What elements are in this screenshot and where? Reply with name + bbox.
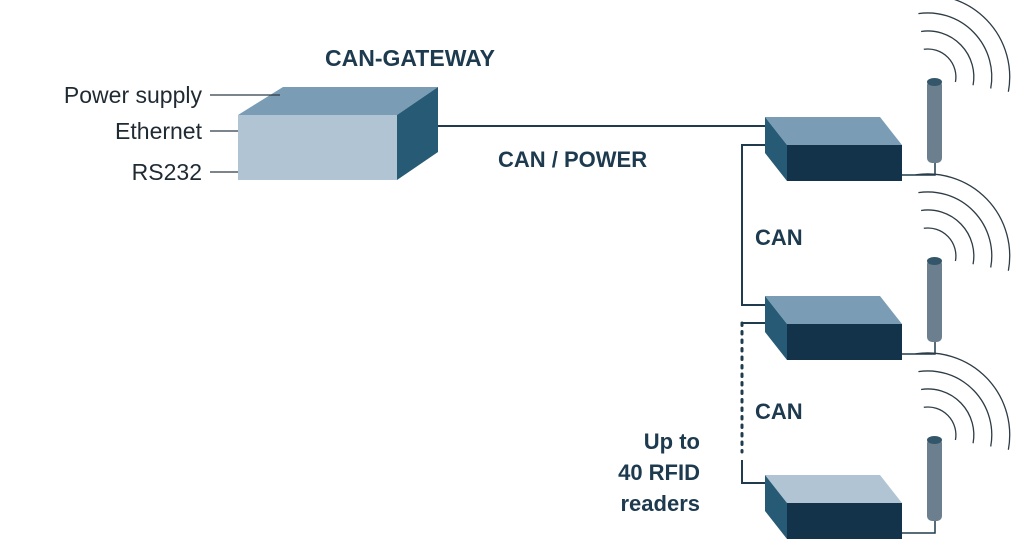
rfid-reader-2 [765,173,1011,360]
reader-1-radio-wave-1 [923,48,957,83]
port-label-power-supply: Power supply [64,82,203,108]
reader-2-antenna-cable [902,341,936,355]
port-label-rs232: RS232 [132,159,202,185]
reader-2-radio-wave-1 [923,227,957,262]
reader-1-top-face [765,117,902,145]
reader-1-antenna-cap [927,78,942,86]
reader-3-side-face [765,475,787,539]
reader-1-radio-wave-4 [953,0,1011,92]
gateway-front-face [238,115,397,180]
gateway-side-face [397,87,438,180]
reader-2-radio-wave-4 [915,173,1011,271]
can-gateway-device [238,87,438,180]
rfid-readers [765,0,1011,539]
reader-3-radio-wave-1 [923,406,957,441]
reader-3-top-face [765,475,902,503]
rfid-reader-3 [765,352,1011,539]
gateway-title: CAN-GATEWAY [325,45,495,71]
reader-2-antenna-cap [927,257,942,265]
reader-1-antenna-cable [902,162,936,176]
port-label-ethernet: Ethernet [115,118,203,144]
gateway-top-face [238,87,438,115]
reader-3-antenna-cap [927,436,942,444]
reader-3-radio-wave-3 [918,370,993,447]
reader-1-front-face [787,145,902,181]
readers-note-line-2: 40 RFID [618,460,700,485]
reader-1-radio-wave-3 [918,12,993,89]
reader-3-antenna-cable [902,520,936,534]
rfid-reader-1 [765,0,1011,181]
readers-note-line-1: Up to [644,429,700,454]
reader-2-radio-wave-2 [921,209,975,265]
can-segment-label-2: CAN [755,399,803,424]
reader-2-antenna [927,259,942,342]
can-segment-line-1 [741,144,765,306]
reader-2-radio-wave-3 [918,191,993,268]
reader-2-front-face [787,324,902,360]
reader-2-top-face [765,296,902,324]
reader-3-front-face [787,503,902,539]
reader-3-antenna [927,438,942,521]
reader-1-antenna [927,80,942,163]
reader-3-radio-wave-2 [921,388,975,444]
readers-note-line-3: readers [620,491,700,516]
reader-3-radio-wave-4 [915,352,1011,450]
can-power-label: CAN / POWER [498,147,647,172]
can-segment-stub-3 [741,460,765,484]
reader-2-side-face [765,296,787,360]
reader-1-radio-wave-2 [921,30,975,86]
reader-1-side-face [765,117,787,181]
can-segment-label-1: CAN [755,225,803,250]
